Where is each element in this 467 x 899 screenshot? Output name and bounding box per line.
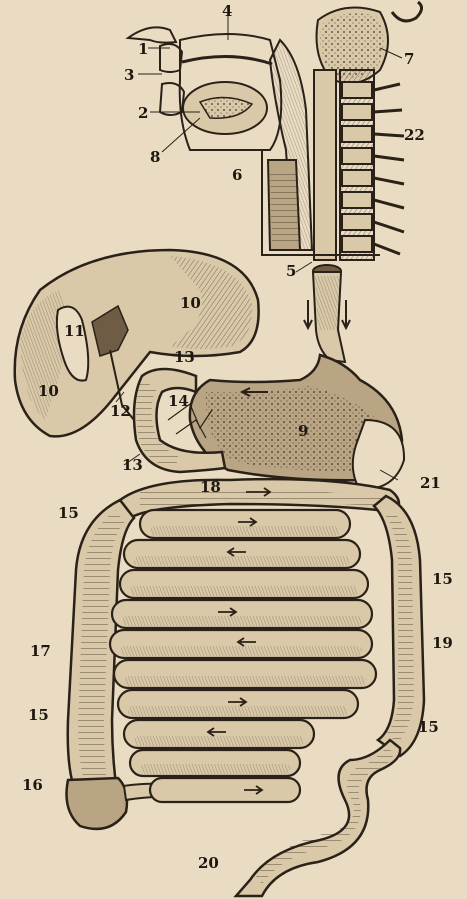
spinous-processes bbox=[374, 84, 404, 254]
parotid-texture bbox=[320, 13, 383, 78]
label-11: 11 bbox=[64, 322, 85, 340]
small-intestine-shading bbox=[120, 526, 366, 774]
label-15d: 15 bbox=[418, 718, 439, 736]
label-6: 6 bbox=[232, 166, 242, 184]
label-9: 9 bbox=[298, 422, 308, 440]
label-5: 5 bbox=[286, 262, 296, 280]
esophagus-hatching bbox=[315, 276, 339, 330]
esophagus-upper bbox=[314, 70, 336, 260]
caecum bbox=[67, 778, 128, 829]
stomach bbox=[190, 355, 404, 490]
label-22: 22 bbox=[404, 126, 425, 144]
label-12: 12 bbox=[110, 402, 131, 420]
label-1: 1 bbox=[138, 40, 148, 58]
esophagus bbox=[304, 265, 350, 362]
label-10a: 10 bbox=[180, 294, 201, 312]
palate bbox=[182, 56, 272, 64]
label-18: 18 bbox=[200, 478, 221, 496]
label-20: 20 bbox=[198, 854, 219, 872]
label-3: 3 bbox=[124, 66, 134, 84]
nose-outline bbox=[128, 27, 176, 42]
label-13a: 13 bbox=[174, 348, 195, 366]
label-10b: 10 bbox=[38, 382, 59, 400]
label-7: 7 bbox=[404, 50, 414, 68]
label-15c: 15 bbox=[28, 706, 49, 724]
trachea-rings bbox=[270, 170, 299, 246]
ear-outline bbox=[392, 2, 422, 21]
label-14: 14 bbox=[168, 392, 189, 410]
label-13b: 13 bbox=[122, 456, 143, 474]
label-16: 16 bbox=[22, 776, 43, 794]
label-15b: 15 bbox=[432, 570, 453, 588]
label-19: 19 bbox=[432, 634, 453, 652]
label-2: 2 bbox=[138, 104, 148, 122]
label-17: 17 bbox=[30, 642, 51, 660]
label-15a: 15 bbox=[58, 504, 79, 522]
label-4: 4 bbox=[222, 2, 232, 20]
label-21: 21 bbox=[420, 474, 441, 492]
label-8: 8 bbox=[150, 148, 160, 166]
head-section bbox=[128, 2, 422, 260]
